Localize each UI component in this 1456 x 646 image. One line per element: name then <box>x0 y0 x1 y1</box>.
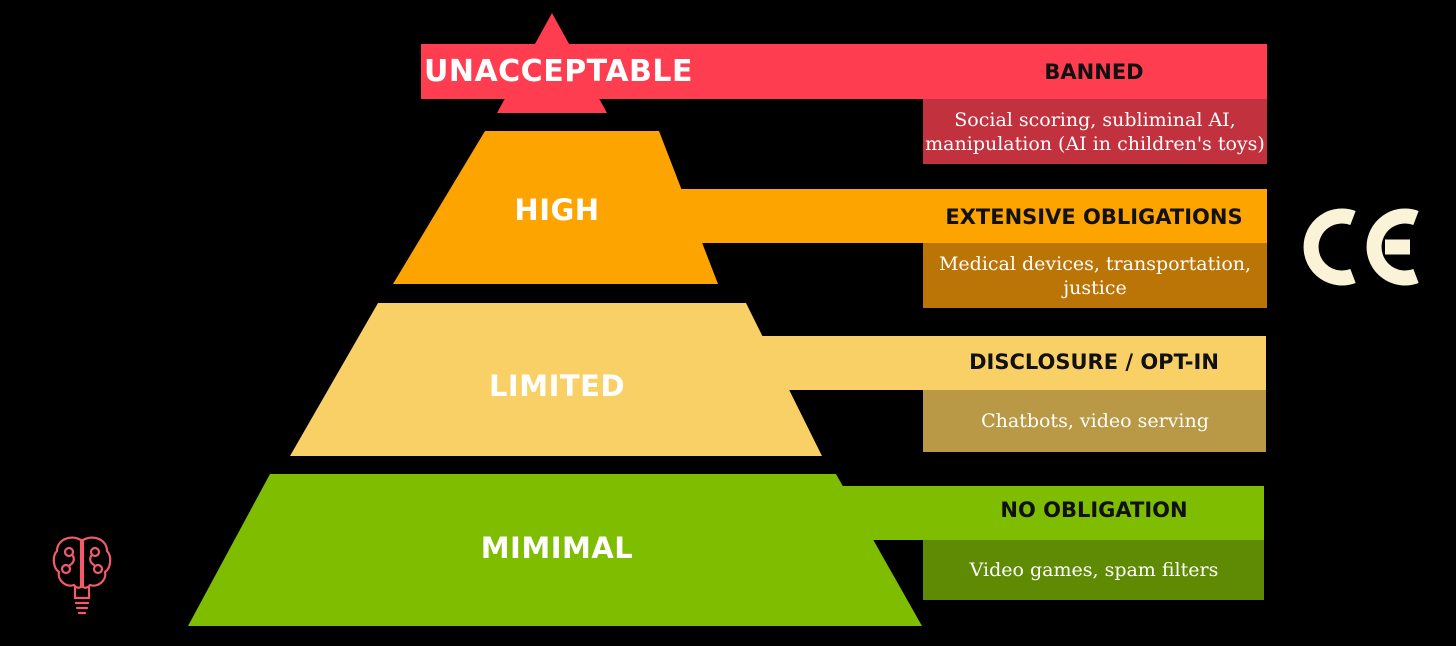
examples-high-text: Medical devices, transportation, justice <box>938 252 1252 299</box>
examples-limited: Chatbots, video serving <box>925 390 1265 452</box>
ce-mark-icon <box>1303 208 1419 286</box>
limited-trapezoid <box>290 303 822 456</box>
obligation-label-limited: DISCLOSURE / OPT-IN <box>969 350 1219 374</box>
high-band <box>659 189 1267 243</box>
obligation-label-minimal: NO OBLIGATION <box>1000 498 1188 522</box>
tier-label-high: HIGH <box>514 193 600 227</box>
examples-high: Medical devices, transportation, justice <box>935 243 1255 308</box>
tier-label-unacceptable: UNACCEPTABLE <box>423 54 694 89</box>
tier-label-minimal: MIMIMAL <box>480 531 634 565</box>
high-trapezoid <box>393 131 718 284</box>
unacceptable-band <box>421 44 1267 99</box>
tier-label-limited: LIMITED <box>488 369 626 403</box>
minimal-trapezoid <box>188 474 922 626</box>
limited-detail-box <box>923 390 1266 452</box>
brain-lightbulb-icon <box>52 536 112 615</box>
examples-limited-text: Chatbots, video serving <box>981 410 1209 432</box>
examples-unacceptable: Social scoring, subliminal AI, manipulat… <box>925 99 1265 164</box>
examples-unacceptable-text: Social scoring, subliminal AI, manipulat… <box>925 108 1265 155</box>
unacceptable-detail-box <box>923 99 1267 164</box>
minimal-detail-box <box>923 540 1264 600</box>
obligation-label-unacceptable: BANNED <box>1044 60 1144 84</box>
limited-band <box>746 336 1266 390</box>
obligation-label-high: EXTENSIVE OBLIGATIONS <box>945 205 1243 229</box>
examples-minimal: Video games, spam filters <box>925 540 1263 600</box>
minimal-band <box>836 486 1264 540</box>
high-detail-box <box>923 243 1267 308</box>
examples-minimal-text: Video games, spam filters <box>969 559 1219 581</box>
